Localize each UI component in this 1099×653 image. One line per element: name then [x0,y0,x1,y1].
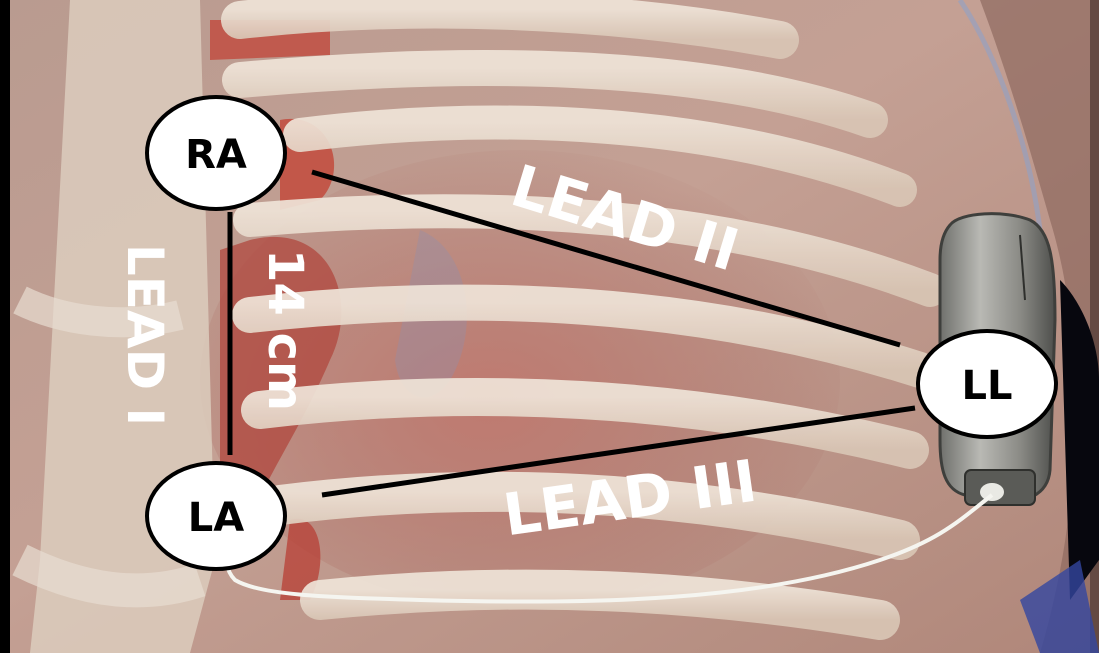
electrode-ll-label: LL [962,363,1013,409]
electrode-ll: LL [918,331,1056,437]
electrode-la: LA [147,463,285,569]
electrode-ra: RA [147,97,285,209]
distance-label: 14 cm [257,249,313,411]
lead-i-label: LEAD I [116,244,174,426]
electrode-la-label: LA [188,495,244,541]
electrode-ra-label: RA [185,132,247,178]
